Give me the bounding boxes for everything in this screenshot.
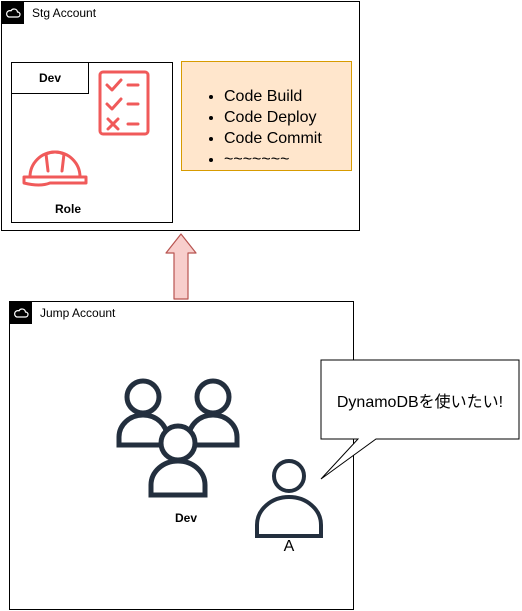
user-a-label: A [283,538,295,555]
hard-hat-icon [22,150,88,187]
dev-role-box: Dev Role [11,62,173,223]
role-label: Role [54,202,81,216]
stg-account-group: Stg Account Dev Role Code Build Code Dep… [1,1,360,231]
service-item: Code Deploy [224,107,351,128]
jump-account-title: Jump Account [40,306,116,320]
service-item: Code Commit [224,128,351,149]
dev-tab-label: Dev [12,63,89,94]
assume-role-arrow [165,233,197,300]
service-item: ~~~~~~~ [224,149,351,170]
services-list: Code Build Code Deploy Code Commit ~~~~~… [182,86,351,170]
speech-bubble-text: DynamoDBを使いたい! [336,393,504,411]
cloud-icon [2,2,24,24]
stg-account-title: Stg Account [32,6,97,20]
jump-account-group: Jump Account Dev A [9,301,354,610]
services-list-box: Code Build Code Deploy Code Commit ~~~~~… [181,61,352,171]
users-group-icon [116,378,240,498]
dev-users-label: Dev [174,511,197,525]
speech-bubble [320,359,520,480]
service-item: Code Build [224,86,351,107]
user-icon [255,459,323,538]
jump-account-header: Jump Account [10,302,115,324]
stg-account-header: Stg Account [2,2,96,24]
cloud-icon [10,302,32,324]
checklist-icon [98,70,150,136]
